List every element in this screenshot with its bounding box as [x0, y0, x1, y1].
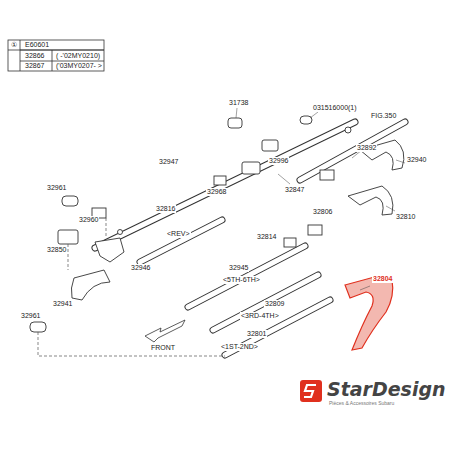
callout-number: 32810 — [395, 213, 416, 221]
callout-number: 32814 — [256, 233, 277, 241]
callout-number: 32816 — [155, 205, 176, 213]
callout-number: 32804 — [372, 275, 393, 283]
callout-number: <5TH-6TH> — [222, 276, 261, 284]
callout-number: 32940 — [406, 156, 427, 164]
brand-tagline: Pièces & Accessoires Subaru — [328, 400, 395, 406]
callout-number: 32945 — [228, 264, 249, 272]
table-cell: ① — [10, 41, 18, 49]
callout-number: 32960 — [78, 216, 99, 224]
table-cell: 32866 — [24, 52, 45, 60]
callout-number: 031516000(1) — [312, 104, 358, 112]
callout-number: 32947 — [158, 158, 179, 166]
callout-number: <1ST-2ND> — [220, 343, 259, 351]
callout-number: 32941 — [52, 300, 73, 308]
callout-number: 32892 — [356, 144, 377, 152]
callout-number: 32961 — [46, 184, 67, 192]
callout-number: 32946 — [130, 264, 151, 272]
callout-number: <REV> — [166, 230, 191, 238]
callout-number: 32809 — [264, 300, 285, 308]
table-cell: 32867 — [24, 62, 45, 70]
table-cell: ( -'02MY0210) — [55, 52, 101, 60]
callout-number: 32968 — [206, 188, 227, 196]
callout-number: 32850 — [46, 246, 67, 254]
callout-number: 32806 — [312, 208, 333, 216]
table-cell: ('03MY0207- > — [55, 62, 103, 70]
callout-number: 31738 — [228, 99, 249, 107]
callout-number: 32801 — [246, 330, 267, 338]
callout-number: <3RD-4TH> — [240, 312, 280, 320]
brand-watermark: StarDesign — [326, 379, 447, 399]
callout-number: 32847 — [284, 186, 305, 194]
direction-label: FRONT — [150, 344, 176, 352]
callout-number: 32961 — [20, 312, 41, 320]
callout-number: 32996 — [268, 157, 289, 165]
table-cell: E60601 — [24, 41, 50, 49]
callout-number: FIG.350 — [370, 112, 397, 120]
